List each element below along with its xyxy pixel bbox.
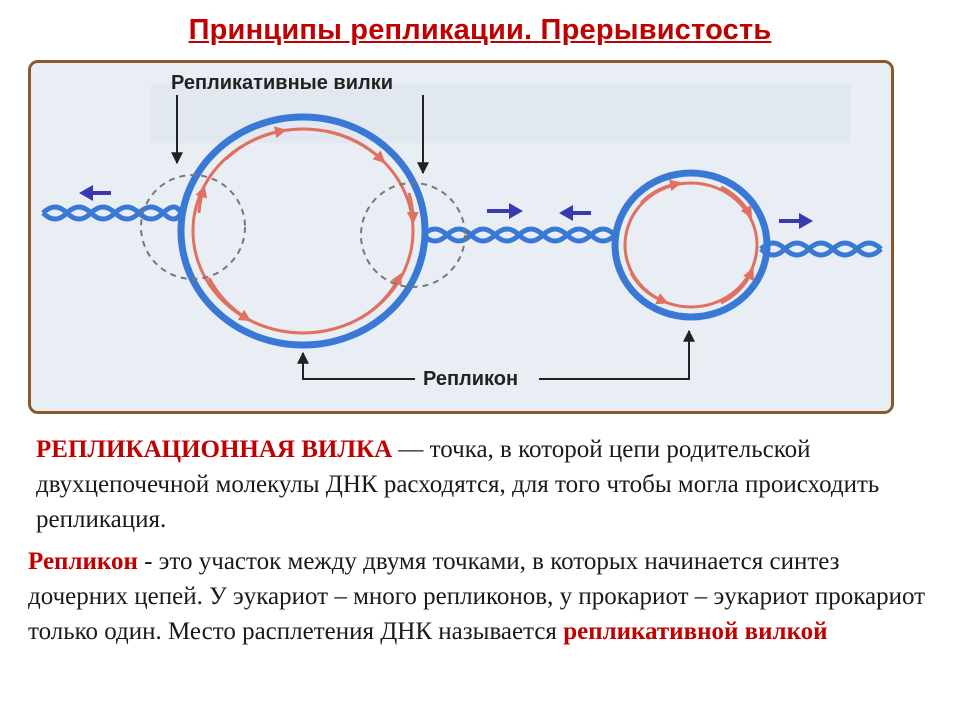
term-replication-fork: РЕПЛИКАЦИОННАЯ ВИЛКА xyxy=(36,436,393,463)
slide-title: Принципы репликации. Прерывистость xyxy=(188,14,772,46)
definition-replicon: Репликон - это участок между двумя точка… xyxy=(28,544,928,649)
direction-arrows xyxy=(79,185,813,229)
replication-bubble-small xyxy=(611,169,771,321)
dna-helix-middle xyxy=(421,226,617,244)
replication-bubble-large xyxy=(177,113,429,349)
replication-diagram: Репликативные вилки Репликон xyxy=(28,60,894,414)
dna-helix-left xyxy=(41,204,184,222)
label-forks: Репликативные вилки xyxy=(171,72,393,94)
definition-replicon-text: - это участок между двумя точками, в кот… xyxy=(28,548,926,645)
definition-fork: РЕПЛИКАЦИОННАЯ ВИЛКА — точка, в которой … xyxy=(36,432,916,537)
diagram-canvas: Репликативные вилки Репликон xyxy=(31,63,891,411)
fork-circle-left xyxy=(140,174,246,280)
term-replicative-fork: репликативной вилкой xyxy=(563,618,828,645)
dna-helix-right xyxy=(759,240,883,258)
replicon-bracket-right xyxy=(539,329,695,380)
term-replicon: Репликон xyxy=(28,548,138,575)
fork-circle-right xyxy=(360,182,466,288)
definition-fork-text: — точка, в которой цепи родительской дву… xyxy=(36,436,880,533)
label-replicon: Репликон xyxy=(423,368,518,390)
